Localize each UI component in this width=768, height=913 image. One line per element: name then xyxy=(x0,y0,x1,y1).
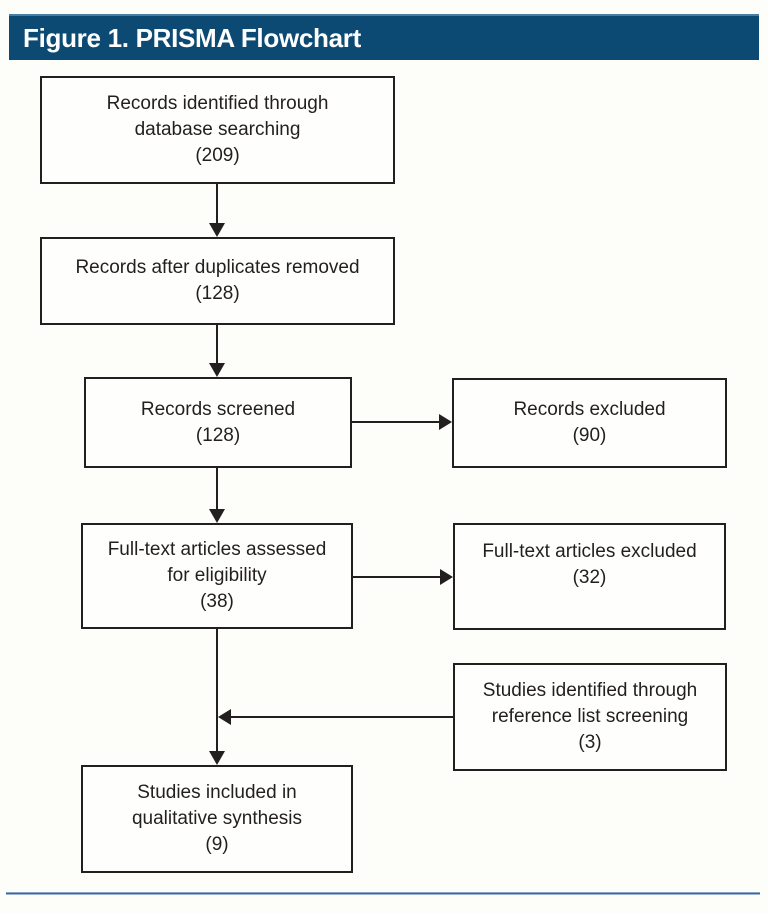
box-count: (128) xyxy=(195,424,241,446)
figure-title-bar: Figure 1. PRISMA Flowchart xyxy=(9,14,759,60)
box-text-line: for eligibility xyxy=(167,565,267,586)
box-text-line: Records after duplicates removed xyxy=(75,257,360,278)
connector-reference-to-flow xyxy=(231,716,453,718)
box-records-identified: Records identified through database sear… xyxy=(40,76,395,184)
arrowhead-down-icon xyxy=(209,223,225,237)
box-count: (90) xyxy=(572,425,607,446)
connector-screened-to-fulltext xyxy=(216,468,218,510)
box-text-line: Full-text articles assessed xyxy=(107,539,327,560)
box-count: (32) xyxy=(572,567,607,588)
box-records-after-duplicates: Records after duplicates removed (128) xyxy=(40,237,395,325)
connector-screened-to-excluded xyxy=(352,421,440,423)
arrowhead-left-icon xyxy=(218,709,231,725)
box-count: (38) xyxy=(200,591,234,612)
arrowhead-right-icon xyxy=(440,569,453,585)
box-text-line: Studies identified through xyxy=(482,680,698,701)
box-count: (3) xyxy=(578,732,602,753)
box-records-excluded: Records excluded (90) xyxy=(452,378,727,468)
arrowhead-down-icon xyxy=(209,751,225,765)
box-text-line: Records excluded xyxy=(513,399,666,420)
box-count: (209) xyxy=(195,145,240,166)
connector-identified-to-duplicates xyxy=(216,184,218,224)
box-records-screened: Records screened (128) xyxy=(84,377,352,468)
arrowhead-down-icon xyxy=(209,363,225,377)
box-count: (128) xyxy=(195,283,240,304)
box-text-line: Studies included in xyxy=(137,782,297,803)
box-text-line: database searching xyxy=(134,119,301,140)
box-count: (9) xyxy=(205,834,229,855)
bottom-rule xyxy=(6,892,760,895)
box-reference-list-screening: Studies identified through reference lis… xyxy=(453,663,727,771)
box-text-line: qualitative synthesis xyxy=(131,808,303,829)
box-studies-included: Studies included in qualitative synthesi… xyxy=(81,765,353,873)
box-text-line: Records identified through xyxy=(106,93,329,114)
box-fulltext-excluded: Full-text articles excluded (32) xyxy=(453,523,726,630)
box-text-line: reference list screening xyxy=(491,706,689,727)
connector-fulltext-to-excluded xyxy=(353,576,441,578)
arrowhead-right-icon xyxy=(439,414,452,430)
arrowhead-down-icon xyxy=(209,509,225,523)
box-text-line: Records screened xyxy=(140,398,296,420)
connector-duplicates-to-screened xyxy=(216,325,218,364)
box-fulltext-assessed: Full-text articles assessed for eligibil… xyxy=(81,523,353,629)
connector-fulltext-to-included xyxy=(216,629,218,752)
figure-title: Figure 1. PRISMA Flowchart xyxy=(23,22,361,53)
box-text-line: Full-text articles excluded xyxy=(482,541,697,562)
